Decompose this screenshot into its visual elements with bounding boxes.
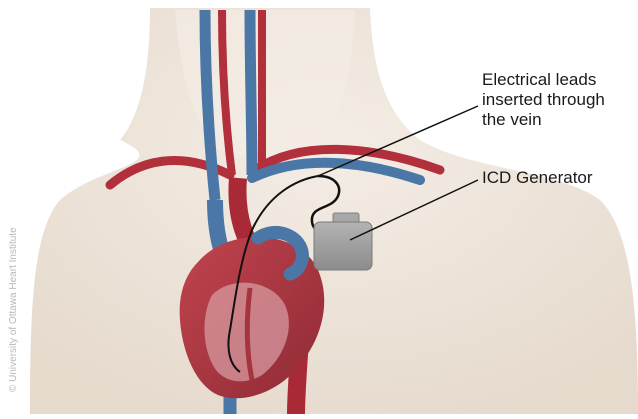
- label-electrical-leads-line-1: Electrical leads: [482, 70, 632, 90]
- jugular-vein-left: [250, 10, 252, 175]
- label-electrical-leads: Electrical leads inserted through the ve…: [482, 70, 632, 130]
- label-electrical-leads-line-3: the vein: [482, 110, 632, 130]
- label-electrical-leads-line-2: inserted through: [482, 90, 632, 110]
- label-icd-generator: ICD Generator: [482, 168, 593, 188]
- copyright-notice: © University of Ottawa Heart Institute: [8, 227, 19, 392]
- icd-generator: [314, 222, 372, 270]
